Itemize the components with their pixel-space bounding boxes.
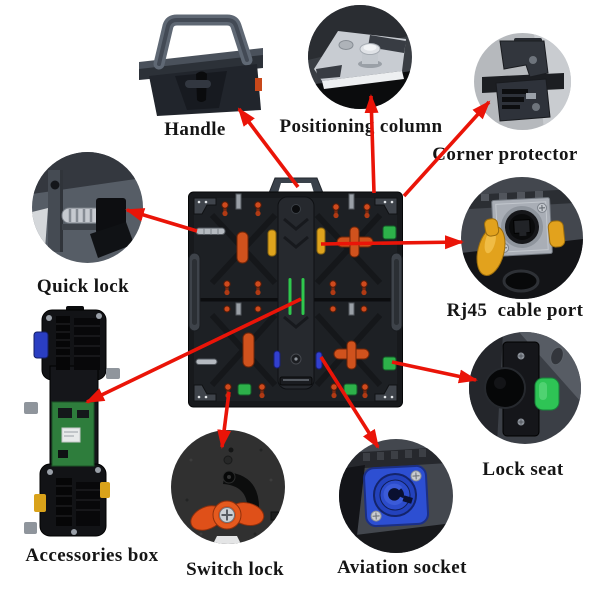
yellow-latch [316,227,326,255]
label-rj45-cable-port: Rj45 cable port [446,300,584,321]
label-quick-lock: Quick lock [36,276,130,297]
led-strip [301,278,305,315]
positioning-column-photo [308,5,412,109]
accessories-box-photo [22,306,122,540]
lock-seat-photo [469,332,581,444]
quick-lock-illustration [32,152,143,263]
lock-seat-illustration [469,332,581,444]
handle-photo [135,14,267,116]
led-strip [288,278,292,315]
handle-illustration [139,14,263,116]
rj45-cable-port-photo [461,177,583,299]
center-spine [277,196,315,390]
corner-protector-illustration [474,33,571,130]
positioning-column-illustration [308,5,412,109]
aviation-socket-photo [339,439,453,553]
corner-protector-photo [474,33,571,130]
label-handle: Handle [164,119,226,140]
rj45-cable-port-illustration [461,177,583,299]
label-switch-lock: Switch lock [186,559,284,580]
label-positioning-column: Positioning column [279,116,443,137]
label-accessories-box: Accessories box [25,545,159,566]
label-aviation-socket: Aviation socket [337,557,467,578]
quick-lock-photo [32,152,143,263]
yellow-latch [267,229,277,257]
label-corner-protector: Corner protector [432,144,578,165]
blue-latch [315,351,323,370]
accessories-box-illustration [24,306,120,537]
cabinet-rear-panel [187,175,404,408]
aviation-socket-illustration [339,439,453,553]
arrow-to-lock-seat [391,360,478,384]
switch-lock-illustration [171,430,285,544]
cabinet-rear-panel-illustration [188,177,403,408]
label-lock-seat: Lock seat [482,459,564,480]
switch-lock-photo [171,430,285,544]
blue-latch [273,350,281,369]
